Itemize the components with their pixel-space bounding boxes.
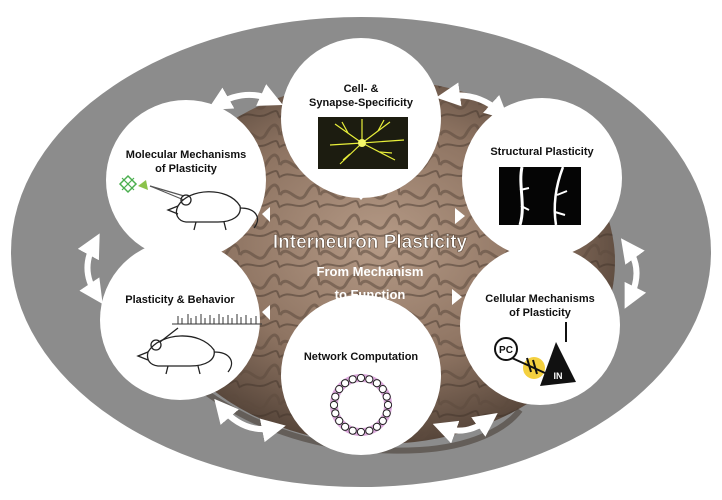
network-node	[335, 385, 344, 394]
node-label: Molecular Mechanisms	[126, 149, 246, 161]
dendrite-micrograph	[499, 167, 581, 225]
node-cellular-mechanisms: Cellular Mechanisms of Plasticity PC IN	[452, 245, 620, 405]
node-label: Structural Plasticity	[490, 146, 594, 158]
bidirectional-arrow-icon	[207, 84, 283, 110]
network-node	[331, 392, 340, 401]
in-label: IN	[554, 371, 563, 381]
neuron-icon	[329, 119, 405, 165]
bidirectional-arrow-icon	[214, 398, 286, 443]
bidirectional-arrow-icon	[432, 412, 498, 444]
node-label: of Plasticity	[509, 307, 572, 319]
node-cell-synapse-specificity: Cell- & Synapse-Specificity	[281, 38, 441, 200]
network-node	[378, 385, 387, 394]
node-label: of Plasticity	[155, 163, 218, 175]
spike-train-icon	[172, 314, 262, 325]
center-title: Interneuron Plasticity	[273, 232, 468, 253]
network-node	[356, 373, 366, 383]
node-network-computation: Network Computation	[281, 295, 441, 455]
bidirectional-arrow-icon	[77, 233, 103, 304]
network-node	[382, 409, 391, 418]
mouse-icon	[166, 191, 259, 231]
node-plasticity-behavior: Plasticity & Behavior	[100, 240, 270, 400]
network-node	[348, 426, 357, 435]
ring-arrows	[77, 82, 647, 444]
bidirectional-arrow-icon	[436, 82, 509, 121]
network-ring-icon	[329, 373, 393, 437]
node-label: Synapse-Specificity	[309, 97, 414, 109]
light-stimulation-icon	[118, 174, 185, 201]
center-subtitle-line2: to Function	[335, 287, 406, 302]
node-label: Cellular Mechanisms	[485, 293, 594, 305]
network-node	[365, 375, 374, 384]
network-node	[341, 422, 350, 431]
network-node	[382, 392, 391, 401]
network-node	[341, 379, 350, 388]
dendrite-icon	[518, 166, 568, 226]
center-subtitle-line1: From Mechanism	[317, 264, 424, 279]
node-label: Cell- &	[344, 83, 379, 95]
network-node	[372, 422, 381, 431]
network-node	[331, 409, 340, 418]
network-node	[365, 426, 374, 435]
node-label: Network Computation	[304, 351, 419, 363]
network-node	[378, 416, 387, 425]
network-node	[372, 379, 381, 388]
in-neuron-icon	[540, 342, 576, 386]
network-node	[329, 400, 339, 410]
network-node	[356, 427, 366, 437]
network-node	[348, 375, 357, 384]
pc-neuron-icon	[494, 337, 518, 361]
mouse-icon	[136, 327, 233, 375]
network-node	[383, 400, 393, 410]
bidirectional-arrow-icon	[620, 238, 647, 309]
network-node	[335, 416, 344, 425]
node-structural-plasticity: Structural Plasticity	[455, 98, 622, 258]
node-label: Plasticity & Behavior	[125, 294, 235, 306]
pc-label: PC	[499, 345, 513, 356]
center-title-group: Interneuron Plasticity From Mechanism to…	[273, 232, 468, 302]
node-molecular-mechanisms: Molecular Mechanisms of Plasticity	[106, 100, 270, 260]
